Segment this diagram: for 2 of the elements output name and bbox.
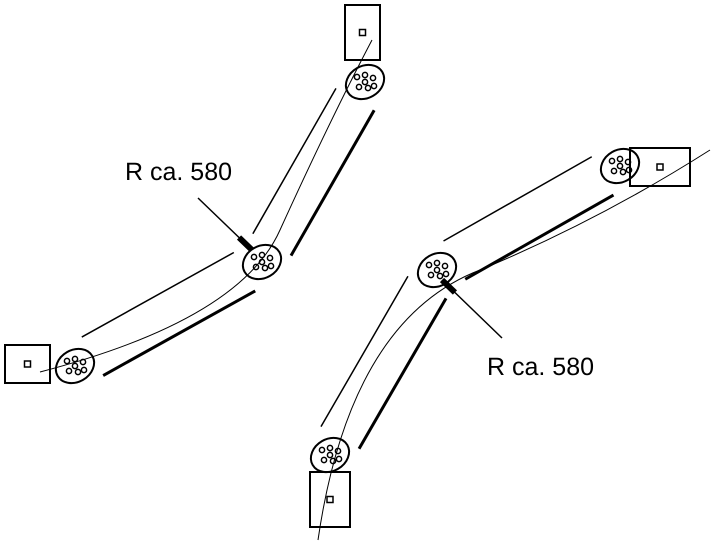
radius-dimension-text: R ca. 580 xyxy=(125,160,232,185)
radius-dimension-text: R ca. 580 xyxy=(487,355,594,380)
